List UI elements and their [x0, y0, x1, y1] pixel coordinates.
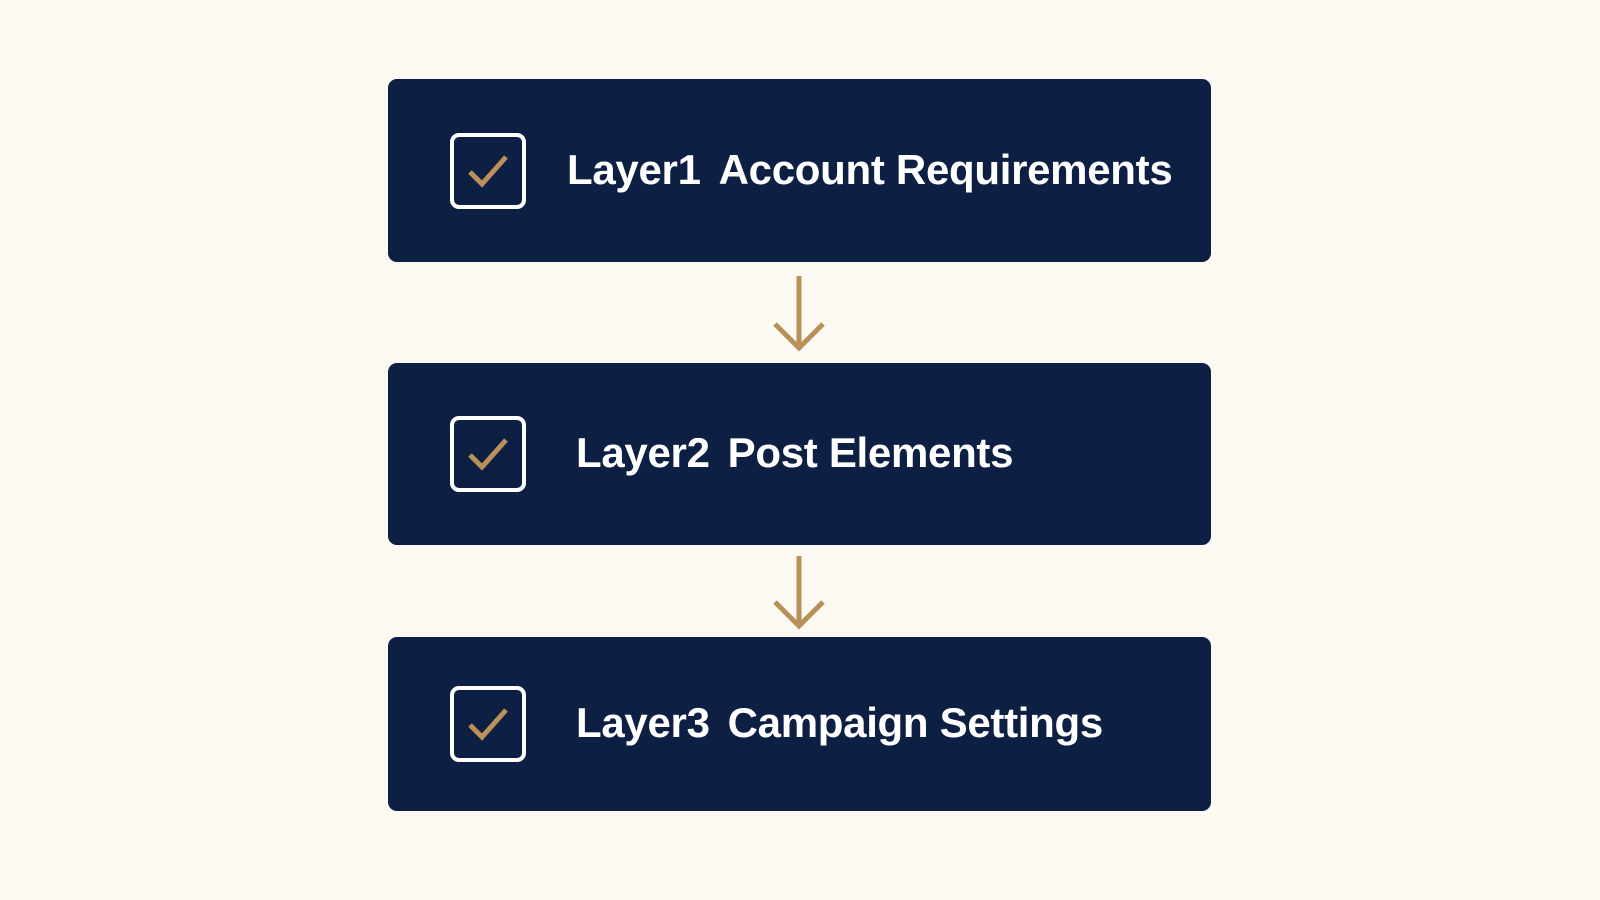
checkmark-icon [468, 154, 508, 188]
checkbox-checked-icon [450, 132, 526, 209]
checkbox-checked-icon [450, 686, 526, 762]
checkmark-icon [468, 708, 508, 741]
layer-2-label: Layer2 Post Elements [576, 429, 1013, 477]
layer-1-box: Layer1 Account Requirements [388, 79, 1211, 262]
layer-1-title: Account Requirements [718, 145, 1173, 193]
checkbox-checked-icon [450, 416, 526, 492]
layer-2-title: Post Elements [727, 429, 1014, 477]
layer-1-label: Layer1 Account Requirements [567, 145, 1173, 194]
checkmark-icon [468, 438, 508, 471]
layer-3-box: Layer3 Campaign Settings [388, 637, 1211, 811]
layer-2-box: Layer2 Post Elements [388, 363, 1211, 545]
layer-3-title: Campaign Settings [727, 699, 1104, 747]
arrow-down-icon [773, 556, 825, 630]
layer-1-number: Layer1 [567, 145, 701, 193]
layer-3-number: Layer3 [576, 699, 710, 747]
layer-3-label: Layer3 Campaign Settings [576, 699, 1103, 747]
arrow-down-icon [773, 276, 825, 352]
layer-2-number: Layer2 [576, 429, 710, 477]
